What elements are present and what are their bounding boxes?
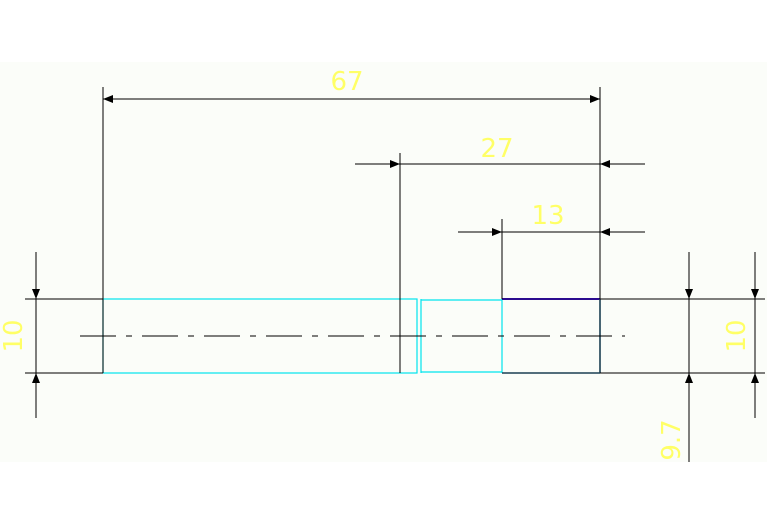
dim-text-13: 13 xyxy=(531,201,564,231)
dim-end-length: 13 xyxy=(458,201,645,236)
dim-text-10-left: 10 xyxy=(0,319,29,352)
dim-text-9-7: 9.7 xyxy=(657,419,687,460)
dim-shoulder-length: 27 xyxy=(355,134,645,168)
dim-overall-length: 67 xyxy=(103,67,600,103)
dim-text-67: 67 xyxy=(330,67,363,97)
drawing-paper xyxy=(0,62,767,462)
dim-text-27: 27 xyxy=(480,134,513,164)
dim-right-height: 10 xyxy=(722,252,759,418)
dim-text-10-right: 10 xyxy=(722,319,752,352)
dim-left-height: 10 xyxy=(0,252,40,418)
dim-groove-diameter: 9.7 xyxy=(657,252,693,462)
